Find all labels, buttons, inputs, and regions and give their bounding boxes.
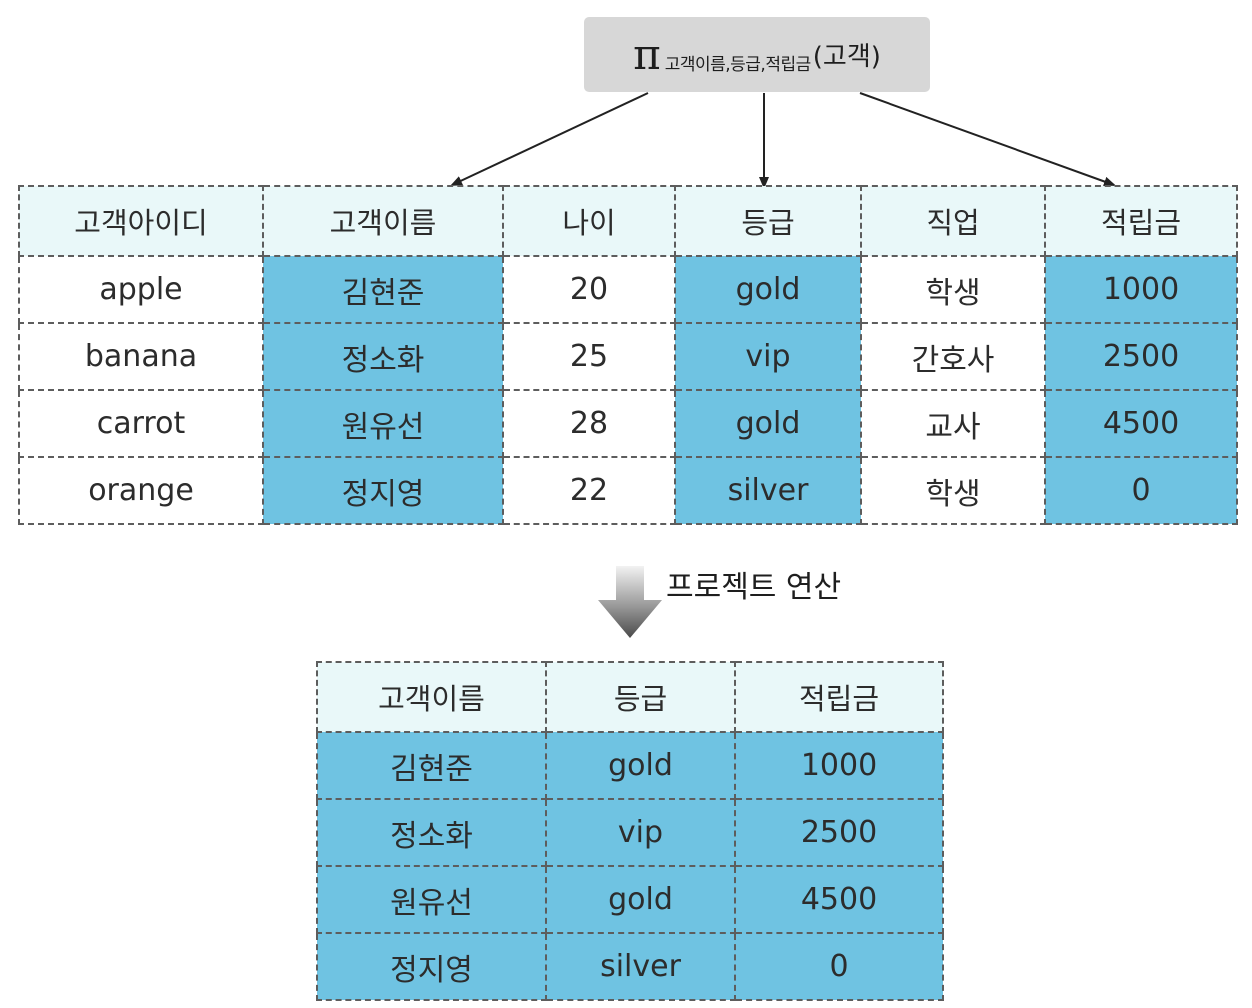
table-cell: gold: [674, 255, 862, 324]
table-cell: 정지영: [262, 456, 504, 525]
table-cell: 2500: [1044, 322, 1238, 391]
pi-symbol: π: [633, 29, 661, 79]
table-cell: 정지영: [316, 932, 547, 1001]
table-cell: 교사: [860, 389, 1046, 458]
column-header: 등급: [545, 661, 736, 733]
column-header: 직업: [860, 185, 1046, 257]
column-header: 고객이름: [316, 661, 547, 733]
table-cell: orange: [18, 456, 264, 525]
table-header-row: 고객이름 등급 적립금: [316, 661, 944, 733]
table-cell: 1000: [1044, 255, 1238, 324]
table-cell: 28: [502, 389, 676, 458]
table-cell: vip: [674, 322, 862, 391]
column-header: 고객이름: [262, 185, 504, 257]
projection-formula: π 고객이름,등급,적립금 (고객): [584, 17, 930, 92]
projection-arrows: [450, 92, 1116, 189]
table-header-row: 고객아이디 고객이름 나이 등급 직업 적립금: [18, 185, 1238, 257]
table-row: apple 김현준 20 gold 학생 1000: [18, 255, 1238, 324]
table-cell: 0: [734, 932, 944, 1001]
column-header: 적립금: [1044, 185, 1238, 257]
table-cell: apple: [18, 255, 264, 324]
table-cell: 4500: [1044, 389, 1238, 458]
table-row: 정지영 silver 0: [316, 932, 944, 1001]
table-cell: 20: [502, 255, 676, 324]
table-row: banana 정소화 25 vip 간호사 2500: [18, 322, 1238, 391]
table-cell: 1000: [734, 731, 944, 800]
table-cell: 원유선: [316, 865, 547, 934]
table-cell: gold: [545, 731, 736, 800]
arrow-to-name-column: [450, 92, 649, 186]
customer-table: 고객아이디 고객이름 나이 등급 직업 적립금 apple 김현준 20 gol…: [18, 185, 1238, 525]
table-cell: silver: [545, 932, 736, 1001]
table-row: carrot 원유선 28 gold 교사 4500: [18, 389, 1238, 458]
table-cell: gold: [674, 389, 862, 458]
table-row: 원유선 gold 4500: [316, 865, 944, 934]
table-cell: silver: [674, 456, 862, 525]
table-cell: 정소화: [316, 798, 547, 867]
table-cell: gold: [545, 865, 736, 934]
arrow-to-points-column: [859, 92, 1116, 187]
table-cell: 22: [502, 456, 676, 525]
table-cell: 0: [1044, 456, 1238, 525]
table-cell: 간호사: [860, 322, 1046, 391]
table-cell: 정소화: [262, 322, 504, 391]
down-arrow-icon: [598, 566, 662, 638]
column-header: 고객아이디: [18, 185, 264, 257]
table-row: 김현준 gold 1000: [316, 731, 944, 800]
table-cell: 25: [502, 322, 676, 391]
projection-attributes: 고객이름,등급,적립금: [664, 55, 812, 75]
projection-relation: (고객): [812, 42, 881, 72]
column-header: 나이: [502, 185, 676, 257]
table-cell: 김현준: [316, 731, 547, 800]
table-cell: banana: [18, 322, 264, 391]
table-cell: 학생: [860, 456, 1046, 525]
column-header: 적립금: [734, 661, 944, 733]
table-cell: 학생: [860, 255, 1046, 324]
table-cell: vip: [545, 798, 736, 867]
table-cell: 원유선: [262, 389, 504, 458]
projection-result-table: 고객이름 등급 적립금 김현준 gold 1000 정소화 vip 2500 원…: [316, 661, 944, 1001]
table-cell: 4500: [734, 865, 944, 934]
table-row: 정소화 vip 2500: [316, 798, 944, 867]
table-cell: carrot: [18, 389, 264, 458]
column-header: 등급: [674, 185, 862, 257]
table-cell: 2500: [734, 798, 944, 867]
table-row: orange 정지영 22 silver 학생 0: [18, 456, 1238, 525]
operation-label: 프로젝트 연산: [666, 570, 842, 605]
table-cell: 김현준: [262, 255, 504, 324]
